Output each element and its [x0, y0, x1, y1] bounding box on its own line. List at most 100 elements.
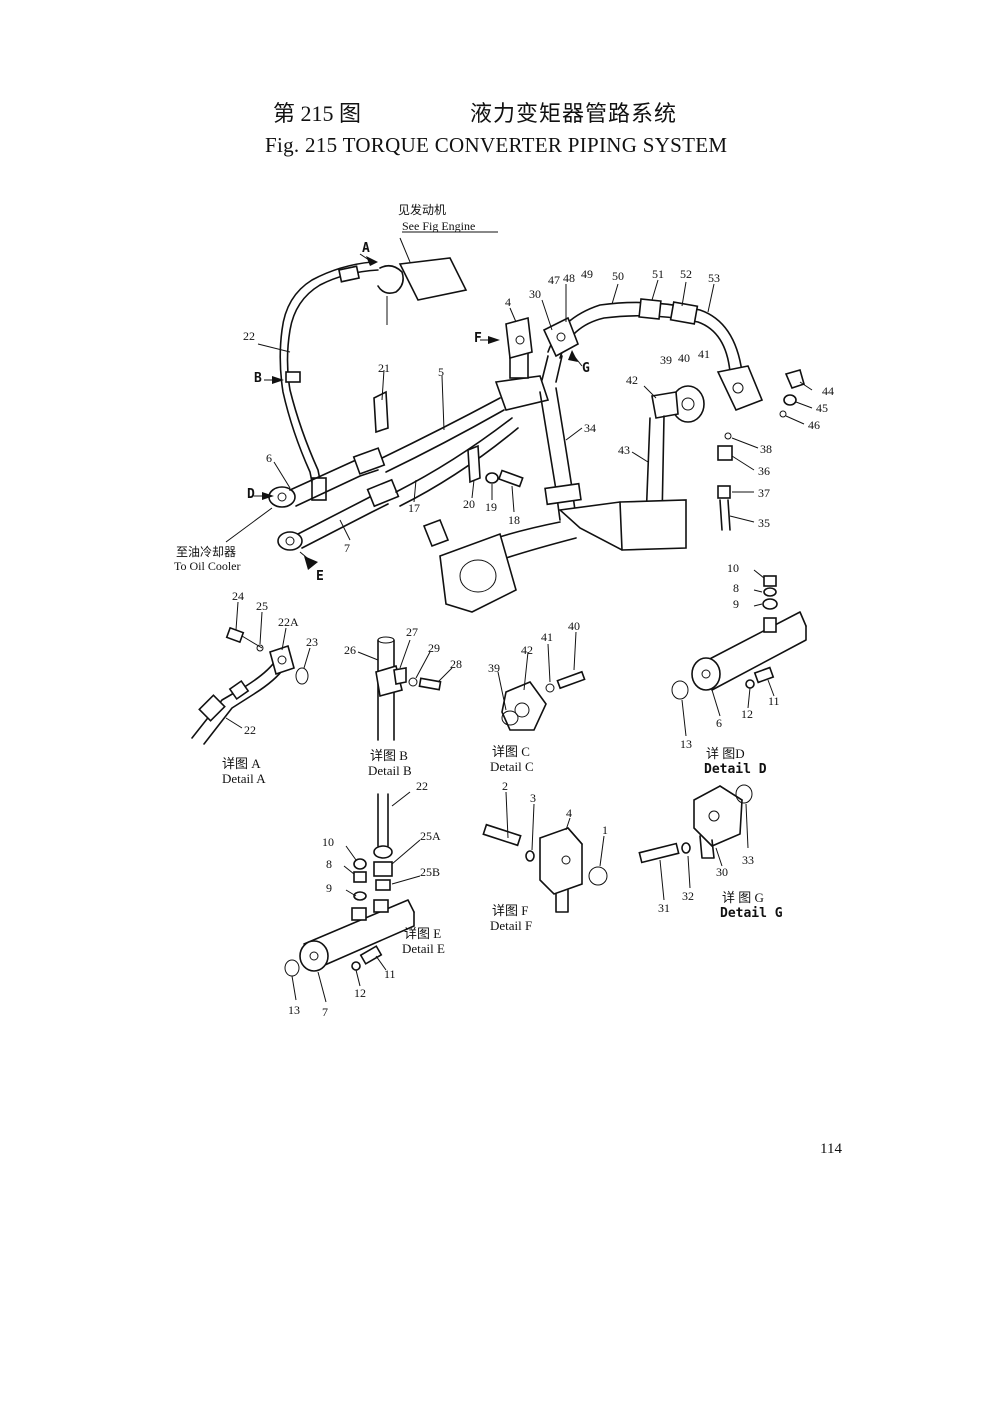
view-arrows — [254, 253, 583, 570]
detail-e-label-7: 7 — [322, 1005, 328, 1019]
detail-e-caption-en: Detail E — [402, 941, 445, 956]
detail-a-caption-en: Detail A — [222, 771, 266, 786]
detail-a-label-22: 22 — [244, 723, 256, 737]
detail-f-label-1: 1 — [602, 823, 608, 837]
part-label-37: 37 — [758, 486, 770, 500]
part-label-34: 34 — [584, 421, 596, 435]
detail-e-label-12: 12 — [354, 986, 366, 1000]
part-label-41: 41 — [698, 347, 710, 361]
see-engine-cn: 见发动机 — [398, 202, 446, 217]
detail-d-label-13: 13 — [680, 737, 692, 751]
detail-b-label-26: 26 — [344, 643, 356, 657]
part-label-19: 19 — [485, 500, 497, 514]
detail-g: 33 30 32 31 详 图 G Detail G — [638, 784, 783, 921]
detail-c-label-40: 40 — [568, 619, 580, 633]
detail-a: 24 25 22A 23 22 详图 A Detail A — [191, 589, 318, 786]
part-label-20: 20 — [463, 497, 475, 511]
detail-d-label-11: 11 — [768, 694, 780, 708]
detail-b-caption-cn: 详图 B — [370, 748, 408, 763]
view-marker-f: F — [474, 331, 482, 346]
detail-e: 22 25A 10 8 25B 9 11 12 13 7 详图 E Detail… — [284, 779, 445, 1019]
detail-e-label-10: 10 — [322, 835, 334, 849]
figure-title-en: Fig. 215 TORQUE CONVERTER PIPING SYSTEM — [265, 133, 728, 157]
detail-b-label-28: 28 — [450, 657, 462, 671]
detail-f-label-4: 4 — [566, 806, 572, 820]
part-label-36: 36 — [758, 464, 770, 478]
detail-g-caption-cn: 详 图 G — [722, 890, 764, 905]
figure-title-cn: 液力变矩器管路系统 — [470, 101, 678, 126]
part-label-51: 51 — [652, 267, 664, 281]
detail-a-label-25: 25 — [256, 599, 268, 613]
detail-e-label-9: 9 — [326, 881, 332, 895]
detail-c: 41 40 42 39 详图 C Detail C — [488, 619, 586, 774]
engine-connection-block — [398, 257, 468, 301]
engine-hose-end — [377, 264, 404, 294]
view-marker-b: B — [254, 371, 262, 386]
detail-f: 2 3 4 1 详图 F Detail F — [482, 779, 608, 933]
part-label-22: 22 — [243, 329, 255, 343]
detail-e-caption-cn: 详图 E — [404, 926, 441, 941]
part-label-38: 38 — [760, 442, 772, 456]
detail-c-caption-en: Detail C — [490, 759, 534, 774]
detail-e-label-13: 13 — [288, 1003, 300, 1017]
detail-f-label-2: 2 — [502, 779, 508, 793]
detail-f-caption-cn: 详图 F — [492, 903, 528, 918]
part-label-50: 50 — [612, 269, 624, 283]
part-label-40: 40 — [678, 351, 690, 365]
chinese-title: 第 215 图 液力变矩器管路系统 — [0, 96, 992, 126]
detail-a-label-22a: 22A — [278, 615, 299, 629]
detail-e-label-22: 22 — [416, 779, 428, 793]
part-label-39: 39 — [660, 353, 672, 367]
detail-d-label-9: 9 — [733, 597, 739, 611]
pipe-7 — [297, 489, 383, 535]
detail-e-label-25a: 25A — [420, 829, 441, 843]
part-label-53: 53 — [708, 271, 720, 285]
bracket-20 — [467, 444, 481, 484]
see-engine-en: See Fig Engine — [402, 219, 475, 233]
fitting-30 — [542, 316, 579, 358]
part-label-48: 48 — [563, 271, 575, 285]
part-label-44: 44 — [822, 384, 834, 398]
part-label-6: 6 — [266, 451, 272, 465]
detail-g-label-33: 33 — [742, 853, 754, 867]
detail-e-label-8: 8 — [326, 857, 332, 871]
part-label-45: 45 — [816, 401, 828, 415]
detail-a-label-23: 23 — [306, 635, 318, 649]
detail-g-caption-en: Detail G — [720, 906, 783, 921]
leader-lines — [225, 237, 813, 543]
part-label-17: 17 — [408, 501, 420, 515]
detail-a-caption-cn: 详图 A — [222, 756, 261, 771]
valve-block — [716, 365, 764, 412]
figure-number-cn: 第 215 图 — [273, 101, 362, 126]
part-label-18: 18 — [508, 513, 520, 527]
detail-g-label-31: 31 — [658, 901, 670, 915]
detail-f-label-3: 3 — [530, 791, 536, 805]
to-oil-cooler-en: To Oil Cooler — [174, 559, 241, 573]
detail-d-label-6: 6 — [716, 716, 722, 730]
view-marker-a: A — [362, 241, 370, 256]
part-label-43: 43 — [618, 443, 630, 457]
detail-d-label-12: 12 — [741, 707, 753, 721]
page-number: 114 — [820, 1141, 842, 1157]
detail-d-label-10: 10 — [727, 561, 739, 575]
detail-c-label-42: 42 — [521, 643, 533, 657]
detail-e-label-11: 11 — [384, 967, 396, 981]
detail-c-caption-cn: 详图 C — [492, 744, 530, 759]
view-marker-d: D — [247, 487, 255, 502]
detail-g-label-30: 30 — [716, 865, 728, 879]
outlet-flange — [439, 532, 517, 613]
detail-d-caption-cn: 详 图D — [706, 746, 745, 761]
part-label-5: 5 — [438, 365, 444, 379]
view-marker-e: E — [316, 569, 324, 584]
main-assembly — [268, 257, 805, 613]
detail-d-caption-en: Detail D — [704, 762, 767, 777]
to-oil-cooler-cn: 至油冷却器 — [176, 545, 236, 559]
detail-b-label-27: 27 — [406, 625, 418, 639]
hose-22 — [286, 269, 379, 491]
detail-b-label-29: 29 — [428, 641, 440, 655]
part-label-4: 4 — [505, 295, 511, 309]
part-label-49: 49 — [581, 267, 593, 281]
hose-5 — [381, 397, 501, 459]
main-labels: 见发动机 See Fig Engine A B D E F G 22 21 5 … — [174, 202, 834, 584]
